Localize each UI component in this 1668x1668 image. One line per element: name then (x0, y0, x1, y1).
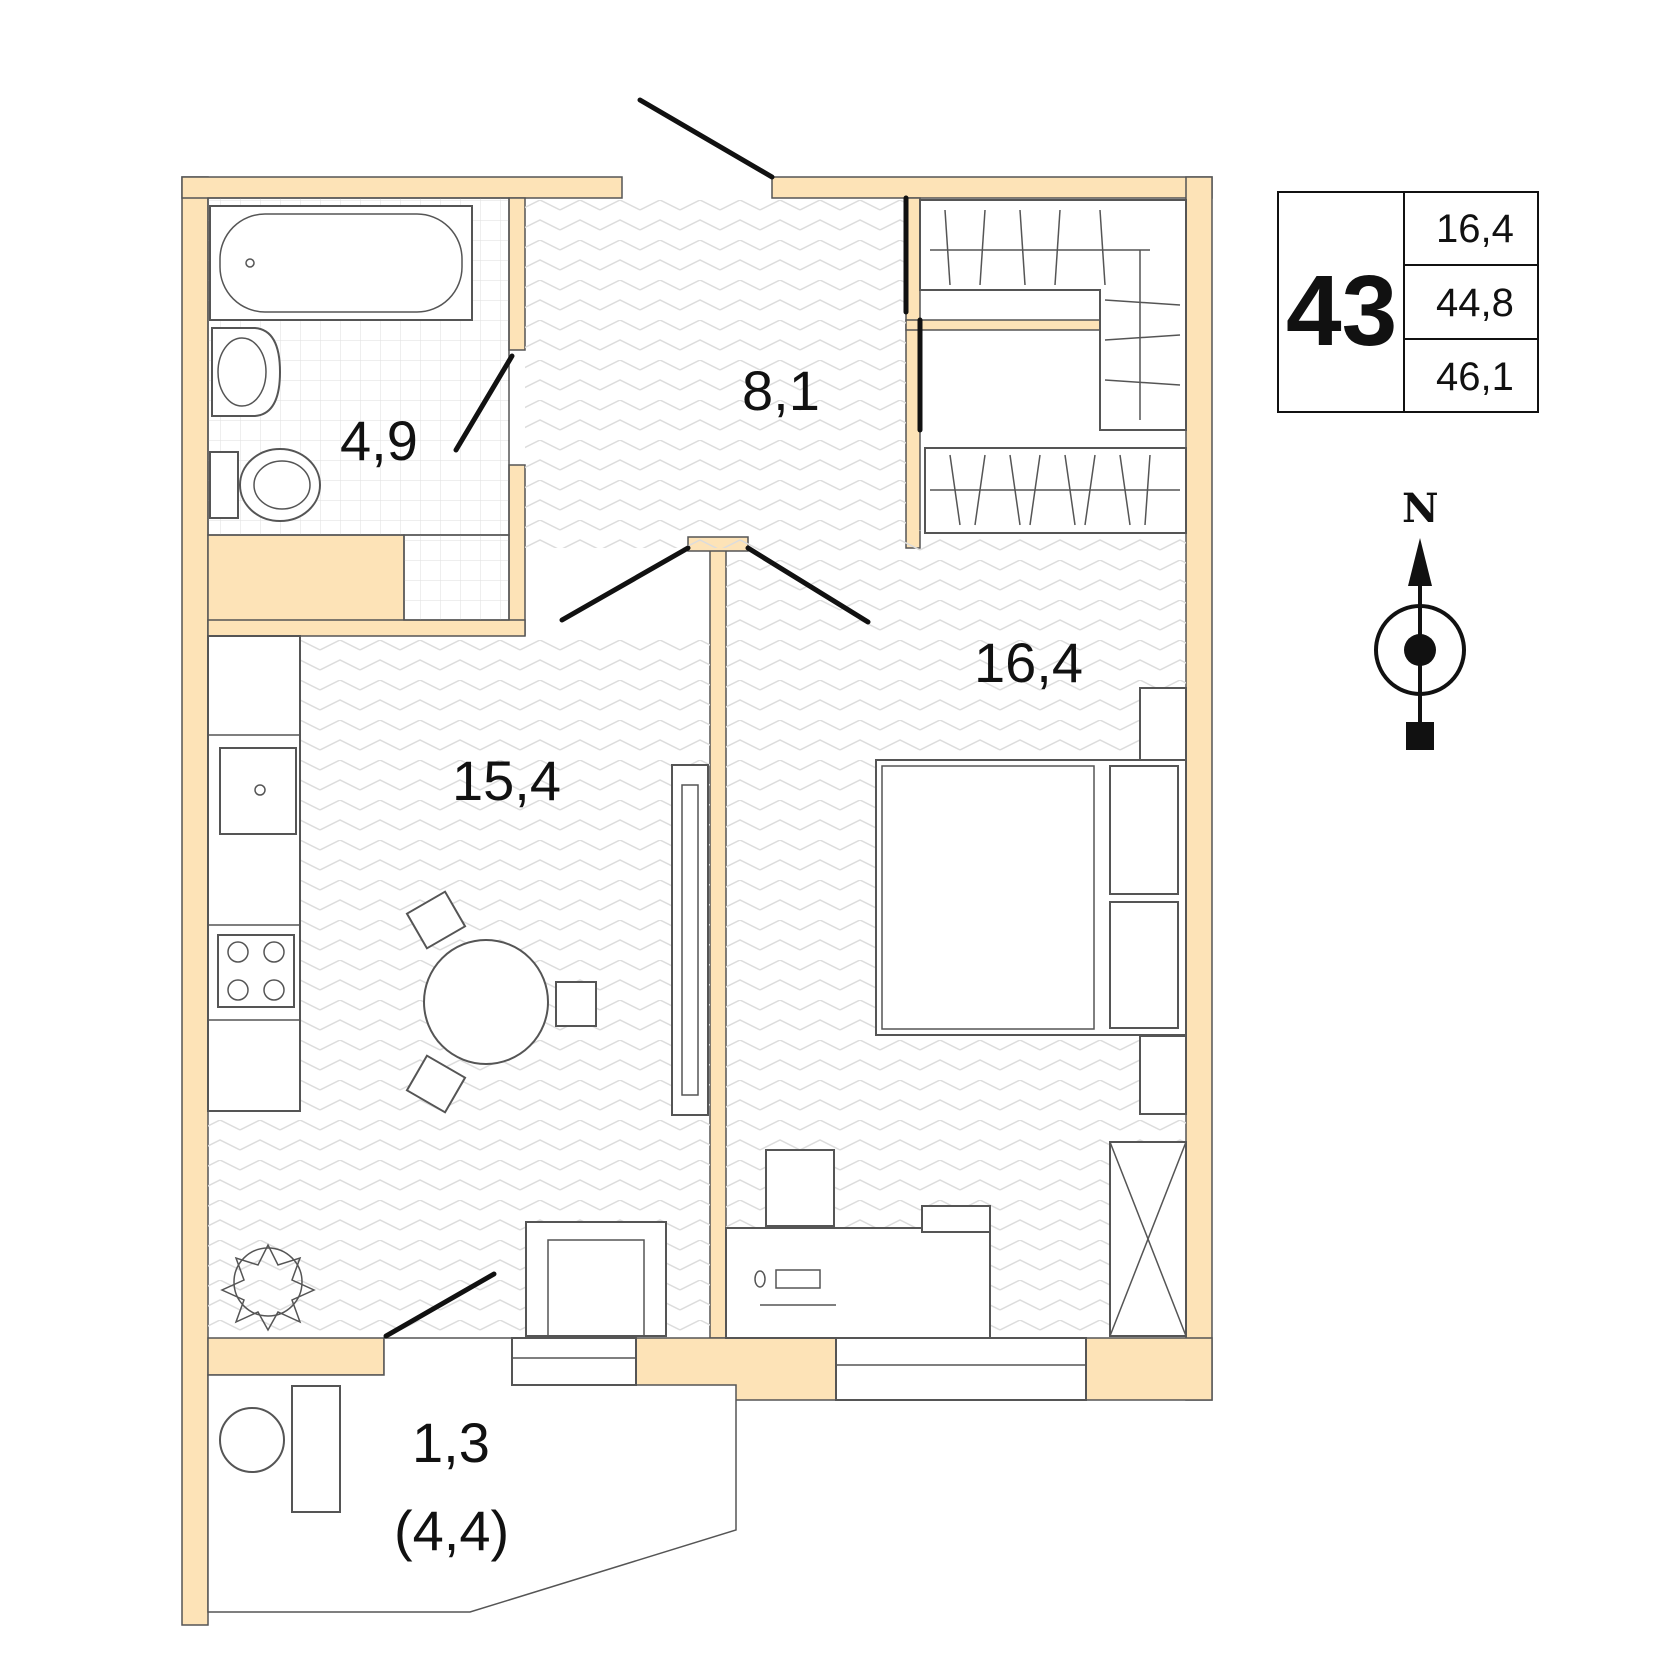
door-bedroom (745, 545, 871, 625)
bathroom-fixtures (209, 205, 473, 522)
door-kitchen (559, 545, 691, 623)
armchair (525, 1221, 667, 1337)
wall-bathroom-right-lower (508, 464, 526, 636)
mouse (754, 1270, 766, 1288)
windows (511, 1337, 1087, 1401)
bathtub-drain (245, 258, 255, 268)
hanger-1 (944, 209, 951, 286)
bedroom-wardrobe-diag-2 (1109, 1141, 1187, 1337)
floor-hall (525, 198, 906, 548)
wall-outer-left (181, 176, 209, 1626)
plant-leaves (220, 1243, 316, 1332)
wall-top-right (771, 176, 1213, 199)
window-bedroom (835, 1337, 1087, 1401)
hanger-3 (1019, 209, 1026, 286)
door-balcony (383, 1271, 497, 1339)
wall-bottom-right (1085, 1337, 1213, 1401)
compass-base-icon (1406, 722, 1434, 750)
balcony-table (219, 1407, 285, 1473)
burner-2 (263, 941, 285, 963)
dining-table (423, 939, 549, 1065)
desk (725, 1227, 991, 1339)
apartment-info-box: 43 16,4 44,8 46,1 (1277, 191, 1539, 413)
wall-outer-right (1185, 176, 1213, 1401)
toilet-seat (253, 460, 311, 510)
bedroom-furniture (725, 687, 1187, 1339)
floor-bedroom-upper (906, 530, 1186, 548)
tv (681, 784, 699, 1096)
compass-arrow-icon (1408, 538, 1432, 586)
chair-3 (405, 1054, 467, 1114)
floor-bathroom-extension (403, 534, 510, 621)
window-kitchen (511, 1337, 637, 1386)
armchair-seat (547, 1239, 645, 1337)
door-entrance (637, 97, 775, 180)
wall-top-left (181, 176, 623, 199)
hanger-2 (979, 209, 986, 286)
burner-4 (263, 979, 285, 1001)
wardrobe-top (919, 199, 1187, 431)
compass-north-label: N (1402, 485, 1439, 532)
sink-bowl (217, 337, 267, 407)
sink (211, 327, 282, 417)
desk-chair (765, 1149, 835, 1227)
nightstand-top (1139, 687, 1187, 761)
keyboard (775, 1269, 821, 1289)
hanger-4 (1054, 209, 1061, 286)
hanger-5 (1099, 209, 1106, 286)
area-living: 16,4 (1436, 207, 1514, 251)
doors (383, 97, 923, 1339)
compass: N (1374, 485, 1466, 750)
balcony-furniture (219, 1385, 341, 1513)
area-bathroom: 4,9 (340, 409, 418, 472)
bed-inner (881, 765, 1095, 1030)
area-kitchen-living: 15,4 (452, 749, 561, 812)
bathtub (209, 205, 473, 321)
toilet-tank (209, 451, 239, 519)
area-balcony-full: (4,4) (394, 1499, 509, 1562)
burner-1 (227, 941, 249, 963)
wardrobe-hall (919, 199, 1187, 534)
area-hall: 8,1 (742, 359, 820, 422)
nightstand-bottom (1139, 1035, 1187, 1115)
burner-3 (227, 979, 249, 1001)
compass-center-icon (1404, 634, 1436, 666)
hanger-6 (1104, 299, 1181, 306)
wall-bottom-left (207, 1337, 385, 1376)
wall-partition-center (709, 547, 727, 1339)
wall-kitchen-top (207, 619, 526, 637)
kitchen-sink-drain (254, 784, 266, 796)
chair-1 (405, 890, 467, 950)
door-bathroom (453, 353, 515, 453)
printer (921, 1205, 991, 1233)
wardrobe-hangers (949, 454, 1151, 526)
pillow-2 (1109, 901, 1179, 1029)
kitchen-furniture (207, 635, 709, 1337)
toilet-bowl (239, 448, 321, 522)
pillow-1 (1109, 765, 1179, 895)
hanger-7 (1104, 334, 1181, 341)
compass-ring-icon (1374, 604, 1466, 696)
hanger-8 (1104, 379, 1181, 386)
balcony-cabinet (291, 1385, 341, 1513)
area-total: 44,8 (1436, 281, 1514, 325)
stove (217, 934, 295, 1008)
wall-bathroom-right (508, 197, 526, 351)
kitchen-counter (207, 635, 301, 1112)
chair-2 (555, 981, 597, 1027)
plant (233, 1247, 303, 1317)
kitchen-sink (219, 747, 297, 835)
area-bedroom: 16,4 (974, 631, 1083, 694)
area-balcony: 1,3 (412, 1411, 490, 1474)
area-total-balcony: 46,1 (1436, 355, 1514, 399)
apartment-number: 43 (1286, 255, 1397, 367)
bathtub-inner (219, 213, 463, 313)
tv-stand (671, 764, 709, 1116)
